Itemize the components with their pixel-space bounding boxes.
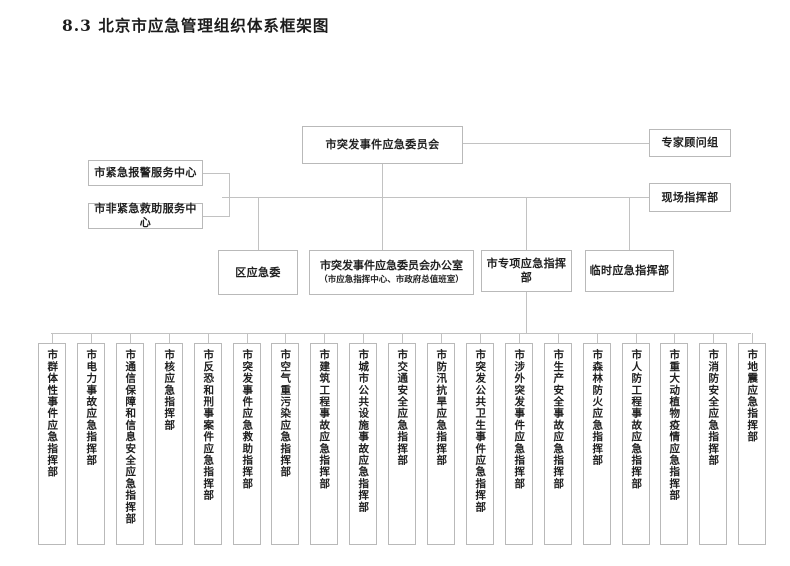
connector-drop-district (258, 197, 259, 250)
connector-main-bus (222, 197, 650, 198)
connector-drop-leaf-15 (597, 333, 598, 343)
page-title: 8.3 北京市应急管理组织体系框架图 (62, 16, 330, 35)
node-special-command-4[interactable]: 市核应急指挥部 (155, 343, 183, 545)
connector-drop-leaf-5 (208, 333, 209, 343)
node-special-command-1[interactable]: 市群体性事件应急指挥部 (38, 343, 66, 545)
node-special-command-2[interactable]: 市电力事故应急指挥部 (77, 343, 105, 545)
connector-drop-office (382, 197, 383, 250)
node-top-committee[interactable]: 市突发事件应急委员会 (302, 126, 463, 164)
node-special-command-label: 市核应急指挥部 (163, 349, 176, 431)
connector-drop-leaf-12 (480, 333, 481, 343)
connector-drop-leaf-16 (636, 333, 637, 343)
node-special-command-label: 市森林防火应急指挥部 (591, 349, 604, 466)
node-field-command[interactable]: 现场指挥部 (649, 183, 731, 212)
connector-special-down (526, 292, 527, 333)
connector-drop-leaf-7 (285, 333, 286, 343)
node-special-command-label: 市消防安全应急指挥部 (707, 349, 720, 466)
connector-top-committee-down (382, 164, 383, 197)
node-special-command-13[interactable]: 市涉外突发事件应急指挥部 (505, 343, 533, 545)
connector-drop-leaf-1 (52, 333, 53, 343)
node-special-command-label: 市防汛抗旱应急指挥部 (435, 349, 448, 466)
connector-drop-leaf-13 (519, 333, 520, 343)
connector-drop-temp (629, 197, 630, 250)
connector-service-to-bus (229, 197, 259, 198)
connector-drop-leaf-19 (752, 333, 753, 343)
node-special-command-label: 市反恐和刑事案件应急指挥部 (202, 349, 215, 502)
connector-drop-special (526, 197, 527, 250)
connector-drop-leaf-6 (247, 333, 248, 343)
node-special-command-15[interactable]: 市森林防火应急指挥部 (583, 343, 611, 545)
node-special-command-label: 市突发公共卫生事件应急指挥部 (474, 349, 487, 513)
node-nonemergency-center[interactable]: 市非紧急救助服务中心 (88, 202, 203, 229)
node-special-command-16[interactable]: 市人防工程事故应急指挥部 (622, 343, 650, 545)
node-special-command-label: 市生产安全事故应急指挥部 (552, 349, 565, 490)
node-temp-command[interactable]: 临时应急指挥部 (585, 250, 674, 292)
node-special-command-11[interactable]: 市防汛抗旱应急指挥部 (427, 343, 455, 545)
connector-expert-group (463, 143, 649, 144)
connector-drop-leaf-17 (674, 333, 675, 343)
node-office-line1: 市突发事件应急委员会办公室 (320, 259, 463, 273)
node-special-command-label: 市地震应急指挥部 (746, 349, 759, 443)
node-special-command-label: 市涉外突发事件应急指挥部 (513, 349, 526, 490)
connector-drop-leaf-2 (91, 333, 92, 343)
node-special-command-8[interactable]: 市建筑工程事故应急指挥部 (310, 343, 338, 545)
node-special-command-label: 市重大动植物疫情应急指挥部 (668, 349, 681, 502)
node-special-command-label: 市突发事件应急救助指挥部 (241, 349, 254, 490)
node-office-line2: （市应急指挥中心、市政府总值班室） (319, 275, 464, 286)
node-special-command-label: 市建筑工程事故应急指挥部 (318, 349, 331, 490)
connector-drop-leaf-8 (324, 333, 325, 343)
node-alarm-center[interactable]: 市紧急报警服务中心 (88, 160, 203, 186)
node-special-command-label: 市交通安全应急指挥部 (396, 349, 409, 466)
connector-drop-leaf-18 (713, 333, 714, 343)
node-special-command-label: 市群体性事件应急指挥部 (46, 349, 59, 478)
node-office[interactable]: 市突发事件应急委员会办公室 （市应急指挥中心、市政府总值班室） (309, 250, 474, 295)
connector-alarm-center (203, 173, 229, 174)
node-special-command-label: 市电力事故应急指挥部 (85, 349, 98, 466)
node-special-command-9[interactable]: 市城市公共设施事故应急指挥部 (349, 343, 377, 545)
connector-nonemergency-center (203, 216, 229, 217)
node-special-command-5[interactable]: 市反恐和刑事案件应急指挥部 (194, 343, 222, 545)
connector-drop-leaf-3 (130, 333, 131, 343)
node-special-command-12[interactable]: 市突发公共卫生事件应急指挥部 (466, 343, 494, 545)
node-special-command-10[interactable]: 市交通安全应急指挥部 (388, 343, 416, 545)
node-special-command-3[interactable]: 市通信保障和信息安全应急指挥部 (116, 343, 144, 545)
connector-drop-leaf-4 (169, 333, 170, 343)
connector-drop-leaf-10 (402, 333, 403, 343)
node-special-command-6[interactable]: 市突发事件应急救助指挥部 (233, 343, 261, 545)
node-district-committee[interactable]: 区应急委 (218, 250, 298, 295)
node-expert-group[interactable]: 专家顾问组 (649, 129, 731, 157)
connector-leaf-bus (51, 333, 751, 334)
node-special-command-18[interactable]: 市消防安全应急指挥部 (699, 343, 727, 545)
node-special-command-17[interactable]: 市重大动植物疫情应急指挥部 (660, 343, 688, 545)
connector-service-bracket (229, 173, 230, 217)
node-special-command-label: 市空气重污染应急指挥部 (279, 349, 292, 478)
node-special-command-label: 市人防工程事故应急指挥部 (630, 349, 643, 490)
node-special-command[interactable]: 市专项应急指挥部 (481, 250, 572, 292)
connector-drop-leaf-11 (441, 333, 442, 343)
node-special-command-label: 市城市公共设施事故应急指挥部 (357, 349, 370, 513)
node-special-command-14[interactable]: 市生产安全事故应急指挥部 (544, 343, 572, 545)
node-special-command-7[interactable]: 市空气重污染应急指挥部 (271, 343, 299, 545)
node-special-command-19[interactable]: 市地震应急指挥部 (738, 343, 766, 545)
node-special-command-label: 市通信保障和信息安全应急指挥部 (124, 349, 137, 525)
connector-drop-leaf-14 (558, 333, 559, 343)
connector-drop-leaf-9 (363, 333, 364, 343)
